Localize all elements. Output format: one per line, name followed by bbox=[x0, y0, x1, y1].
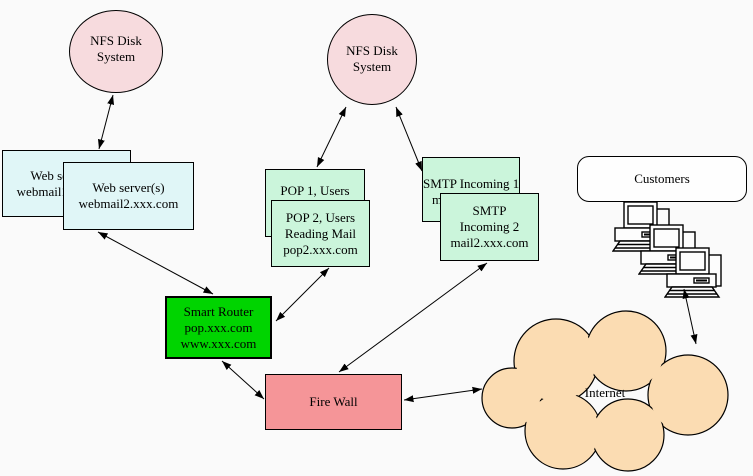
internet-cloud bbox=[481, 310, 729, 472]
arrow-nfs2-pop bbox=[316, 106, 347, 168]
customers-box: Customers bbox=[577, 156, 747, 202]
node-label: SMTP Incoming 1 bbox=[423, 176, 520, 191]
node-label: Smart Router bbox=[183, 304, 254, 319]
computer-icon bbox=[664, 247, 722, 298]
arrow-pop-router bbox=[275, 267, 330, 322]
arrow-firewall-internet bbox=[403, 386, 483, 403]
node-label: webmail2.xxx.com bbox=[78, 196, 179, 211]
node-label: Incoming 2 bbox=[459, 219, 520, 234]
node-label: Fire Wall bbox=[309, 394, 358, 409]
nfs-disk-system-1-node: NFS Disk System bbox=[69, 10, 163, 93]
node-label: pop2.xxx.com bbox=[283, 242, 358, 257]
node-label: NFS Disk bbox=[90, 33, 142, 48]
internet-label: Internet bbox=[584, 385, 626, 400]
node-label: Reading Mail bbox=[284, 226, 357, 241]
node-label: Web server(s) bbox=[92, 180, 165, 195]
smart-router-box: Smart Router pop.xxx.com www.xxx.com bbox=[165, 296, 272, 359]
node-label: Customers bbox=[634, 171, 690, 186]
node-label: SMTP bbox=[472, 203, 507, 218]
node-label: www.xxx.com bbox=[180, 336, 257, 351]
arrow-nfs2-smtp bbox=[395, 106, 423, 172]
node-label: pop.xxx.com bbox=[184, 320, 253, 335]
node-label: System bbox=[96, 49, 136, 64]
node-label: NFS Disk bbox=[346, 43, 398, 58]
arrow-router-firewall bbox=[221, 360, 265, 400]
arrow-webservers-router bbox=[97, 231, 214, 295]
web-server-2-box: Web server(s) webmail2.xxx.com bbox=[63, 162, 194, 230]
smtp-incoming-2-box: SMTP Incoming 2 mail2.xxx.com bbox=[440, 193, 539, 261]
node-label: mail2.xxx.com bbox=[450, 235, 529, 250]
arrow-smtp-firewall bbox=[338, 262, 488, 373]
pop-server-2-box: POP 2, Users Reading Mail pop2.xxx.com bbox=[271, 200, 370, 267]
firewall-box: Fire Wall bbox=[265, 374, 402, 430]
node-label: System bbox=[352, 59, 392, 74]
arrow-nfs1-webservers bbox=[97, 94, 115, 150]
nfs-disk-system-2-node: NFS Disk System bbox=[327, 14, 417, 105]
node-label: POP 1, Users bbox=[280, 183, 350, 198]
node-label: POP 2, Users bbox=[285, 210, 356, 225]
